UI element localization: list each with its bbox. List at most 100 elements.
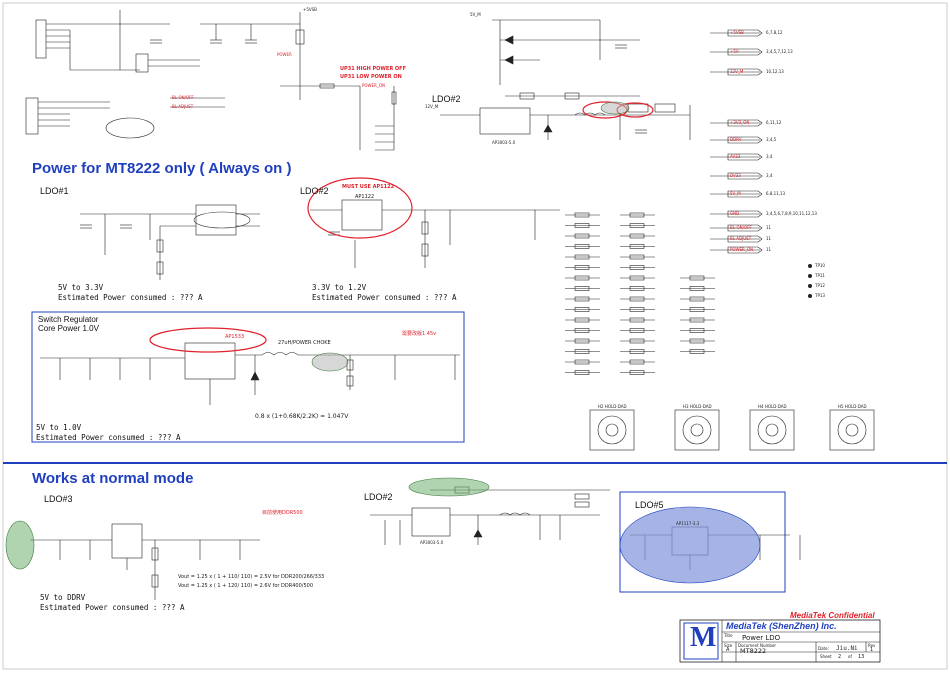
size-label: Size (724, 643, 733, 648)
test-point-label: TP10 (815, 263, 825, 268)
net-port-symbol (727, 235, 763, 243)
rev-label: Rev (868, 643, 876, 648)
net-pages: 10,12,13 (766, 69, 784, 74)
ldo3-label: LDO#3 (44, 494, 73, 504)
net-pages: 3,4 (766, 173, 773, 178)
net-port-symbol (727, 153, 763, 161)
net-name: GND (730, 211, 740, 216)
size-value: A (726, 647, 730, 653)
net-name: +3V3_ON (730, 120, 750, 125)
net-port-symbol (727, 68, 763, 76)
ldo3-vout1: Vout = 1.25 x ( 1 + 110/ 110) = 2.5V for… (178, 574, 325, 580)
test-point-label: TP13 (815, 293, 825, 298)
rev-value: 1 (870, 647, 874, 653)
net-port-symbol (727, 48, 763, 56)
net-name: +5V (730, 49, 739, 54)
test-point-label: TP12 (815, 283, 825, 288)
ap1533-part: AP1533 (225, 334, 245, 340)
mediatek-logo: M (690, 622, 717, 653)
net-name: BL-ON/OFF (730, 225, 752, 230)
hole-label: H5 HOLD-DAD (838, 404, 867, 409)
ldo5-label: LDO#5 (635, 500, 664, 510)
ap1122-part: AP1122 (355, 194, 375, 200)
net-pages: 3,4,5 (766, 137, 777, 142)
net-5vsb: +5VSB (303, 7, 317, 12)
net-pages: 11 (766, 236, 772, 241)
hole-label: H2 HOLD-DAD (598, 404, 627, 409)
net-name: BL-ADJUST (730, 236, 752, 241)
net-name: 12V_M (730, 69, 744, 74)
net-pages: 6,7,8,12 (766, 30, 783, 35)
ldo2-top-label: LDO#2 (432, 94, 461, 104)
net-power: POWER (277, 52, 292, 57)
net-pages: 6,8,11,13 (766, 191, 786, 196)
ldo1-label: LDO#1 (40, 186, 69, 196)
net-pages: 3,4,5,6,7,8,9,10,11,12,13 (766, 211, 817, 216)
net-name: 5V_M (730, 191, 741, 196)
mounting-hole-symbol (674, 409, 720, 451)
ups-high-note: UP31 HIGH POWER OFF (340, 66, 407, 72)
doc-number: MT8222 (740, 647, 767, 655)
test-point-label: TP11 (815, 273, 825, 278)
switch-reg-title: Switch Regulator (38, 315, 99, 324)
mounting-hole-symbol (749, 409, 795, 451)
ldo2-mid-voltage: 3.3V to 1.2V (312, 283, 367, 292)
sheet-number: 2 (838, 654, 842, 660)
net-port-symbol (727, 246, 763, 254)
total-sheets: 13 (858, 654, 865, 660)
net-port-symbol (727, 190, 763, 198)
test-point-marker (808, 264, 812, 268)
mounting-hole-symbol (589, 409, 635, 451)
section-always-on-title: Power for MT8222 only ( Always on ) (32, 160, 292, 177)
date-label: Date: (818, 646, 829, 651)
net-bl-adjust: BL-ADJUST (172, 104, 194, 109)
sheet-label: Sheet (820, 654, 832, 659)
net-12v: 12V_M (425, 104, 439, 109)
company-name: MediaTek (ShenZhen) Inc. (726, 621, 837, 631)
ap1117-part: AP1117-3.3 (676, 521, 700, 526)
ap3003-bottom-part: AP3003-5.0 (420, 540, 444, 545)
net-name: +5VSB (730, 30, 744, 35)
confidential-label: MediaTek Confidential (790, 611, 875, 620)
net-name: DDRV (730, 137, 742, 142)
must-use-note: MUST USE AP1122 (342, 184, 395, 190)
switch-reg-subtitle: Core Power 1.0V (38, 324, 99, 333)
ldo1-voltage: 5V to 3.3V (58, 283, 104, 292)
net-pages: 3,4 (766, 154, 773, 159)
switch-formula: 0.8 x (1+0.68K/2.2K) = 1.047V (255, 413, 349, 420)
switch-estimate: Estimated Power consumed : ??? A (36, 433, 181, 442)
hole-label: H4 HOLD-DAD (758, 404, 787, 409)
ups-low-note: UP31 LOW POWER ON (340, 74, 402, 80)
ldo2-bottom-label: LDO#2 (364, 492, 393, 502)
test-point-marker (808, 294, 812, 298)
net-name: DV33 (730, 173, 741, 178)
net-port-symbol (727, 119, 763, 127)
to-change-note: 需要改版1.45v (402, 331, 437, 337)
hole-label: H3 HOLD-DAD (683, 404, 712, 409)
ldo3-estimate: Estimated Power consumed : ??? A (40, 603, 185, 612)
test-point-marker (808, 274, 812, 278)
net-pages: 11 (766, 247, 772, 252)
net-bl-onoff: BL-ON/OFF (172, 95, 194, 100)
switch-voltage: 5V to 1.0V (36, 423, 82, 432)
net-pages: 6,11,12 (766, 120, 782, 125)
net-5vm: 5V_M (470, 12, 481, 17)
net-port-symbol (727, 136, 763, 144)
ap3003-top-part: AP3003-5.0 (492, 140, 516, 145)
ldo3-vout2: Vout = 1.25 x ( 1 + 120/ 110) = 2.6V for… (178, 583, 313, 589)
ldo1-estimate: Estimated Power consumed : ??? A (58, 293, 203, 302)
net-power-on: POWER_ON (362, 83, 385, 88)
author: Jiu.Ni (836, 645, 858, 652)
ldo2-mid-estimate: Estimated Power consumed : ??? A (312, 293, 457, 302)
section-normal-mode-title: Works at normal mode (32, 470, 194, 487)
net-port-symbol (727, 210, 763, 218)
sheet-title: Power LDO (742, 634, 781, 642)
net-port-symbol (727, 172, 763, 180)
choke-label: 27uH/POWER CHOKE (278, 340, 331, 346)
title-label: Title (724, 633, 733, 638)
ldo3-voltage: 5V to DDRV (40, 593, 86, 602)
mounting-hole-symbol (829, 409, 875, 451)
of-label: of (848, 654, 852, 659)
